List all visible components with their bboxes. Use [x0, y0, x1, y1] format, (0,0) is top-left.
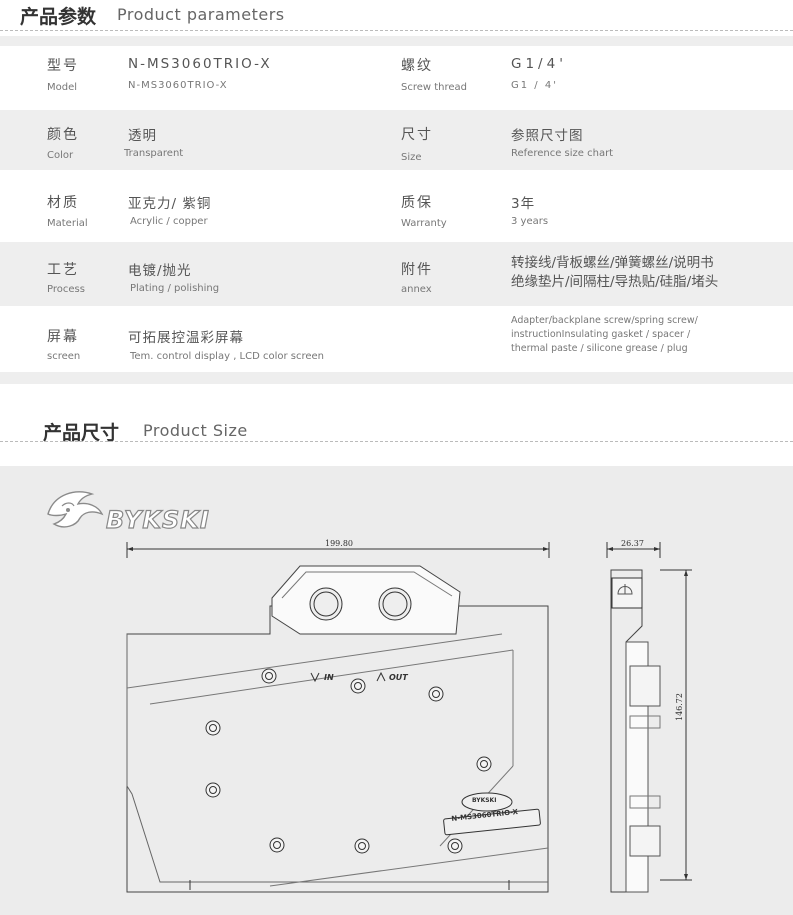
size-header-divider — [0, 441, 793, 442]
port-out-label: OUT — [389, 673, 408, 682]
label-size-en: Size — [401, 152, 422, 163]
port-in-label: IN — [324, 673, 334, 682]
value-screen: 可拓展控温彩屏幕 — [128, 330, 244, 346]
drawing-area: BYKSKI — [0, 466, 793, 915]
label-thread-zh: 螺纹 — [401, 58, 433, 74]
value-size: 参照尺寸图 — [511, 128, 584, 144]
label-model-en: Model — [47, 82, 78, 93]
params-header-en: Product parameters — [117, 5, 285, 24]
value-model-en: N-MS3060TRIO-X — [128, 80, 228, 91]
label-size-zh: 尺寸 — [401, 127, 433, 143]
depth-dim-label: 26.37 — [621, 539, 644, 548]
value-material-en: Acrylic / copper — [130, 216, 208, 227]
param-row-bottom-band — [0, 372, 793, 384]
label-screen-en: screen — [47, 351, 81, 362]
label-process-zh: 工艺 — [47, 262, 79, 278]
param-row-material: 材质 Material 亚克力/ 紫铜 Acrylic / copper 质保 … — [0, 176, 793, 236]
height-dim-label: 146.72 — [675, 693, 684, 721]
side-view-fitting — [611, 577, 643, 609]
size-header: 产品尺寸 Product Size — [0, 418, 793, 448]
terminal-block — [271, 565, 461, 635]
value-material: 亚克力/ 紫铜 — [128, 196, 212, 212]
label-model-zh: 型号 — [47, 58, 79, 74]
param-row-model: 型号 Model N-MS3060TRIO-X N-MS3060TRIO-X 螺… — [0, 46, 793, 106]
port-left — [309, 587, 343, 621]
size-header-zh: 产品尺寸 — [43, 422, 120, 444]
label-warranty-zh: 质保 — [401, 195, 433, 211]
brand-logo-text: BYKSKI — [105, 505, 210, 534]
label-material-zh: 材质 — [47, 195, 79, 211]
dragon-logo-icon — [47, 491, 104, 528]
param-row-top-band — [0, 36, 793, 46]
technical-drawing — [126, 542, 692, 893]
param-row-process: 工艺 Process 电镀/抛光 Plating / polishing 附件 … — [0, 242, 793, 306]
label-warranty-en: Warranty — [401, 218, 447, 229]
value-thread: G1/4' — [511, 56, 567, 72]
label-process-en: Process — [47, 284, 85, 295]
plate-logo-badge — [461, 792, 513, 812]
param-row-screen: 屏幕 screen 可拓展控温彩屏幕 Tem. control display … — [0, 306, 793, 370]
value-process-en: Plating / polishing — [130, 283, 220, 294]
value-color-en: Transparent — [124, 148, 184, 159]
value-screen-en: Tem. control display , LCD color screen — [130, 351, 325, 362]
in-arrow-icon — [310, 672, 320, 683]
value-annex-en-line2: instructionInsulating gasket / spacer / — [511, 329, 691, 340]
params-header: 产品参数 Product parameters — [0, 2, 793, 32]
label-annex-zh: 附件 — [401, 262, 433, 278]
value-annex-en-line1: Adapter/backplane screw/spring screw/ — [511, 315, 698, 326]
width-dim-label: 199.80 — [325, 539, 353, 548]
value-warranty: 3年 — [511, 196, 536, 212]
label-annex-en: annex — [401, 284, 432, 295]
plate-logo-text: BYKSKI — [472, 797, 497, 804]
value-annex-line2: 绝缘垫片/间隔柱/导热贴/硅脂/堵头 — [511, 274, 719, 290]
label-color-en: Color — [47, 150, 74, 161]
mount-holes — [205, 668, 492, 854]
port-right — [378, 587, 412, 621]
value-thread-en: G1 / 4' — [511, 80, 558, 91]
value-annex-line1: 转接线/背板螺丝/弹簧螺丝/说明书 — [511, 255, 714, 271]
value-process: 电镀/抛光 — [128, 263, 192, 279]
out-arrow-icon — [376, 671, 386, 682]
label-color-zh: 颜色 — [47, 127, 79, 143]
model-plate — [443, 808, 541, 836]
value-warranty-en: 3 years — [511, 216, 549, 227]
front-view-outline — [126, 605, 549, 893]
param-row-color: 颜色 Color 透明 Transparent 尺寸 Size 参照尺寸图 Re… — [0, 110, 793, 170]
value-annex-en-line3: thermal paste / silicone grease / plug — [511, 343, 688, 354]
value-model: N-MS3060TRIO-X — [128, 56, 272, 72]
label-thread-en: Screw thread — [401, 82, 468, 93]
label-material-en: Material — [47, 218, 88, 229]
params-header-zh: 产品参数 — [20, 6, 97, 28]
label-screen-zh: 屏幕 — [47, 329, 79, 345]
value-size-en: Reference size chart — [511, 148, 614, 159]
size-header-en: Product Size — [143, 421, 248, 440]
front-view-bevel — [126, 634, 548, 883]
params-header-divider — [0, 30, 793, 31]
value-color: 透明 — [128, 128, 157, 144]
